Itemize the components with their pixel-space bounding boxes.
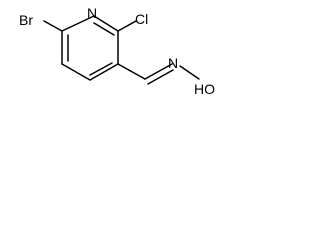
molecule-drawing: Br N Cl N HO xyxy=(19,5,215,97)
atom-label-cl: Cl xyxy=(135,11,148,27)
bond-n-c6 xyxy=(61,15,95,32)
bond-c3-c4 xyxy=(89,63,119,81)
bond-n-c2-inner xyxy=(93,22,115,36)
chemical-structure-diagram: Br N Cl N HO xyxy=(0,0,240,98)
bond-c4-c5 xyxy=(61,63,91,81)
bond-ch-n-oxime-double xyxy=(147,69,174,85)
atom-label-oxime-n: N xyxy=(168,55,178,71)
bond-n-oh xyxy=(179,65,200,80)
bond-c6-br xyxy=(43,20,63,32)
bond-n-c2 xyxy=(93,15,119,32)
bond-c3-c4-inner xyxy=(89,62,113,76)
atom-label-br: Br xyxy=(19,12,33,28)
atom-label-oh: HO xyxy=(194,81,215,97)
bond-c2-cl xyxy=(117,20,137,32)
bond-ch-n-oxime xyxy=(144,63,173,80)
atom-label-ring-n: N xyxy=(87,5,97,21)
bond-c3-ch xyxy=(117,63,146,80)
